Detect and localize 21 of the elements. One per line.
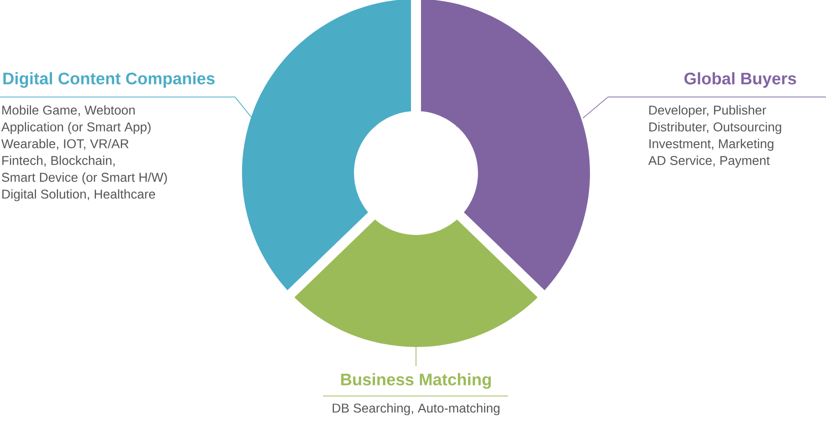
node-label: Fintech, Blockchain, — [2, 156, 115, 167]
node-label: Distributer, Outsourcing — [649, 122, 782, 134]
category-heading: Business Matching — [341, 373, 491, 389]
leader-line — [234, 96, 252, 118]
leader-line — [582, 96, 608, 118]
donut-segment — [242, 0, 411, 290]
node-label: Investment, Marketing — [649, 138, 774, 151]
category-heading: Global Buyers — [684, 72, 796, 88]
item-list: DB Searching, Auto-matching — [332, 403, 500, 416]
category-heading: Digital Content Companies — [3, 72, 215, 88]
node-label: Mobile Game, Webtoon — [2, 105, 135, 116]
node-label: Developer, Publisher — [649, 105, 766, 118]
node-label: Digital Solution, Healthcare — [2, 189, 156, 202]
node-label: Application (or Smart App) — [1, 122, 151, 134]
node-label: Wearable, IOT, VR/AR — [1, 138, 128, 150]
item-list: Mobile Game, Webtoon Application (or Smart App) Wearable, IOT, VR/AR Fintech, Blockchain, Smart Device (or Smart H/W) Digital Solution, Healthcare — [1, 105, 167, 202]
donut-segment — [294, 220, 538, 347]
donut-segment — [421, 0, 590, 290]
item-list: Developer, Publisher Distributer, Outsourcing Investment, Marketing AD Service, Payment — [648, 105, 782, 168]
node-label: AD Service, Payment — [648, 156, 770, 168]
node-label: Smart Device (or Smart H/W) — [2, 172, 167, 184]
